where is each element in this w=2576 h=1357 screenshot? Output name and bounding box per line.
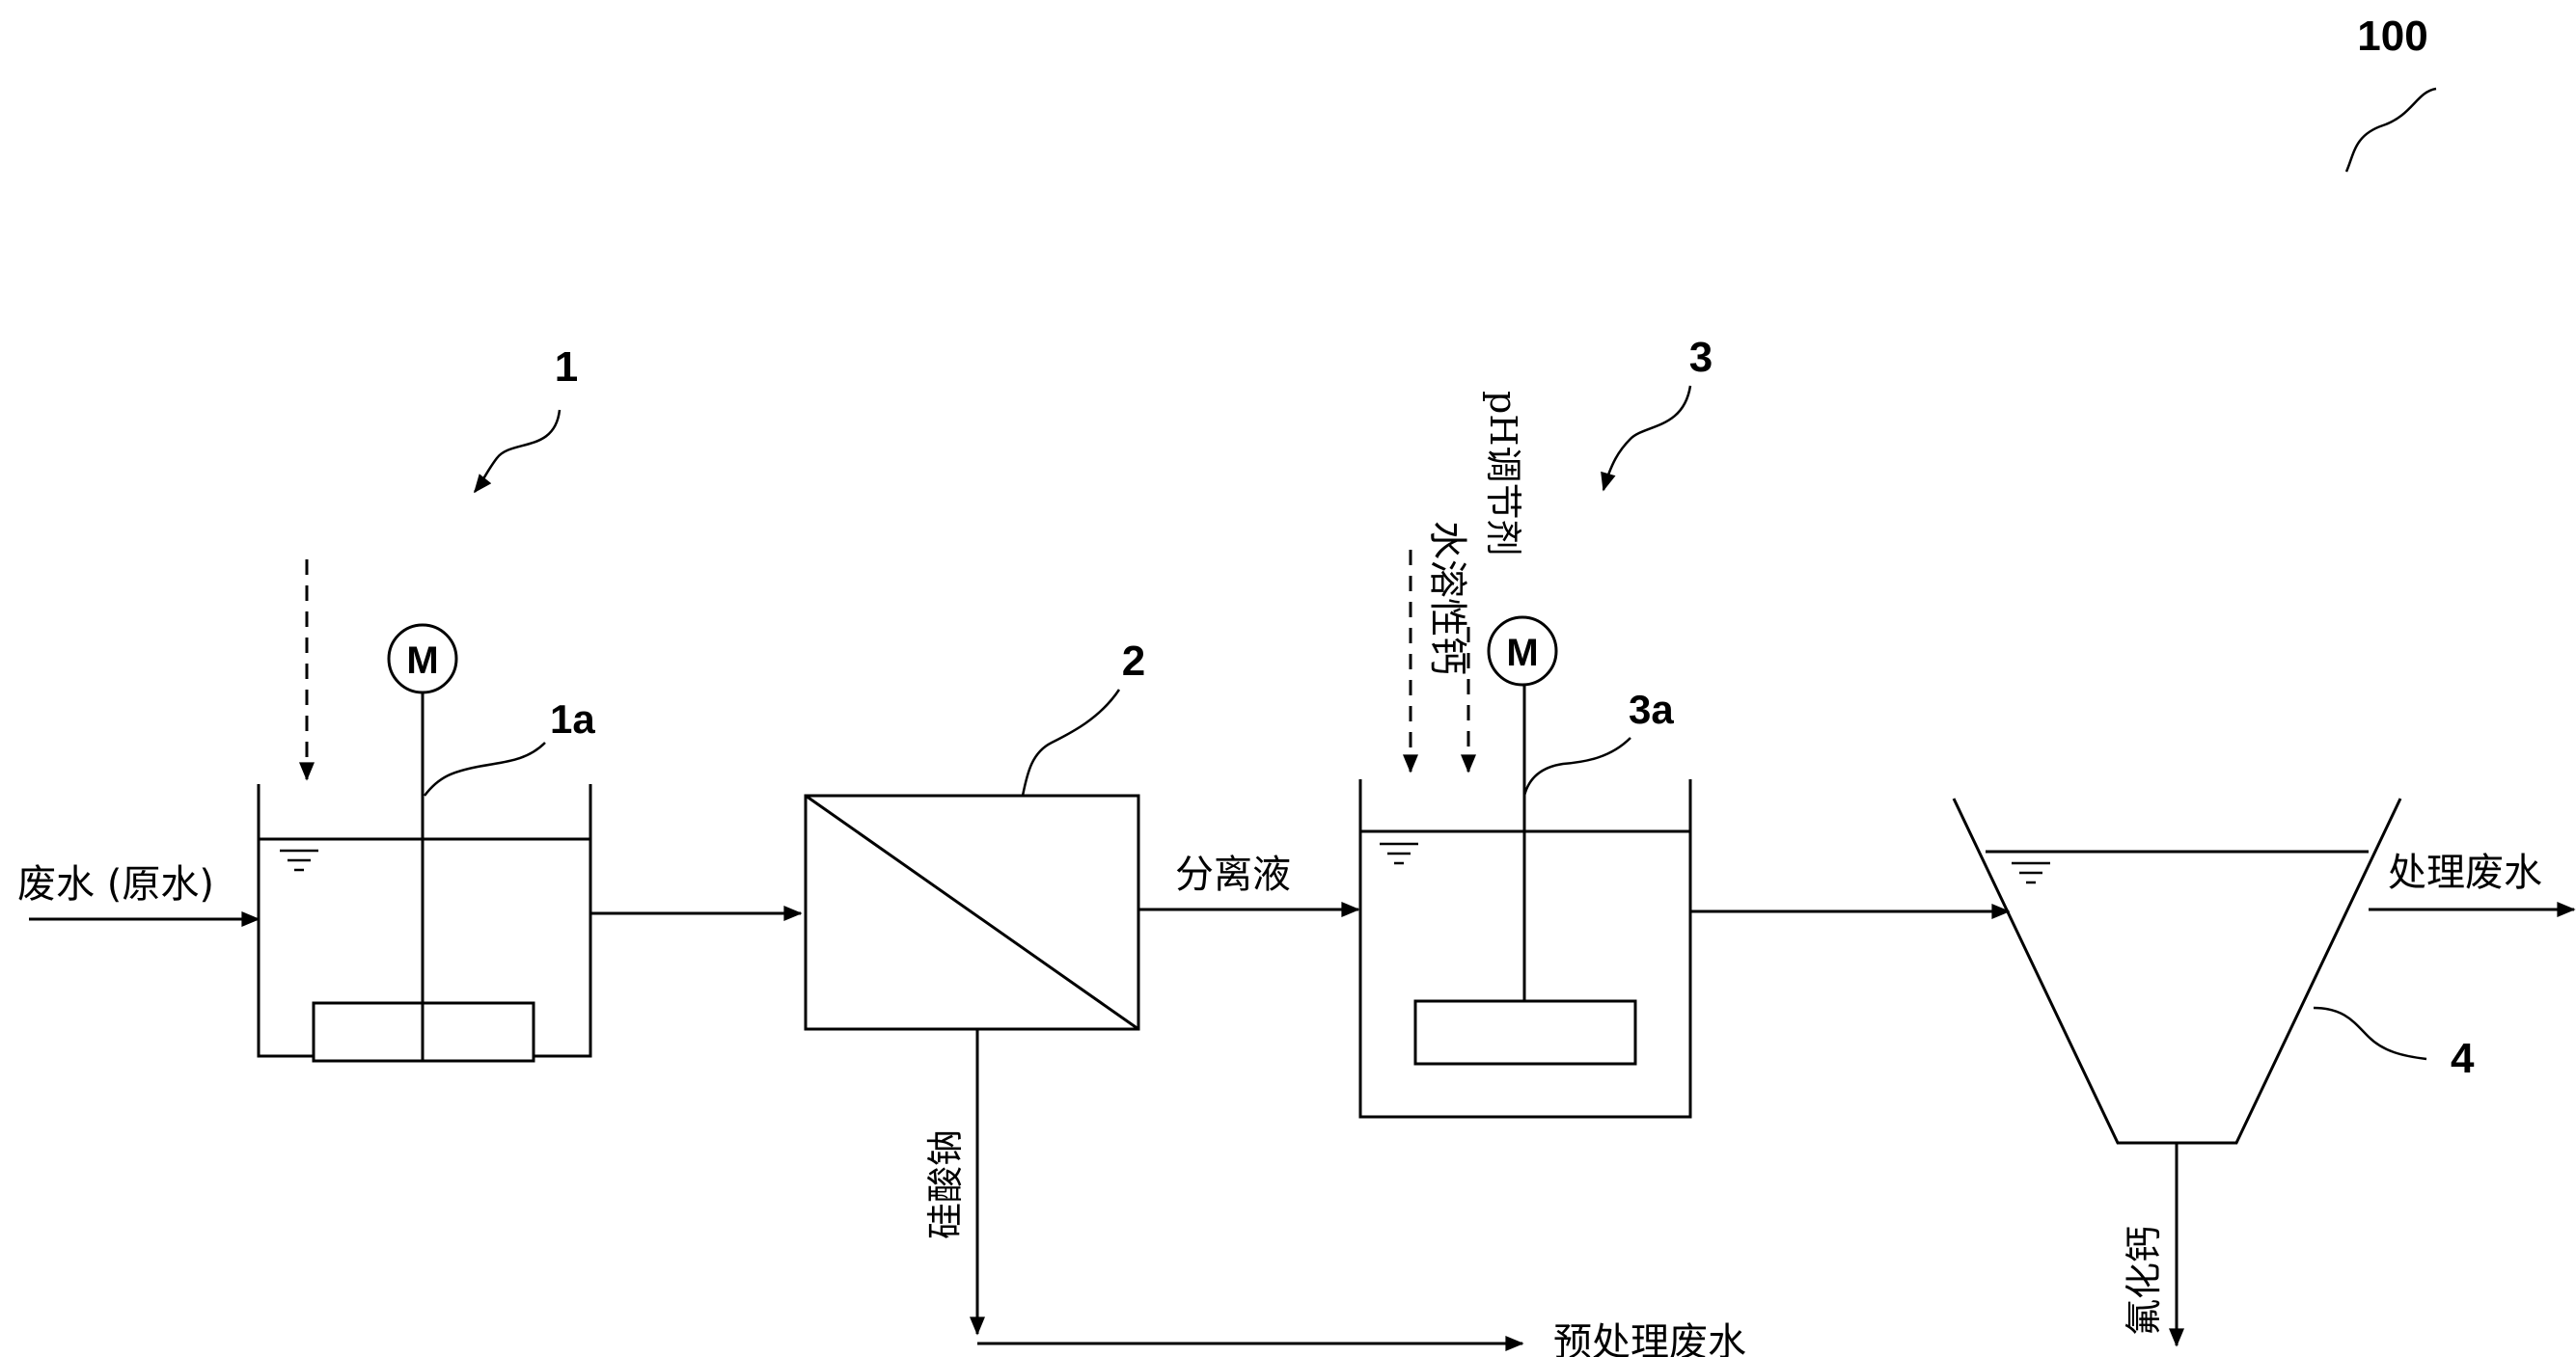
ref-system-100: 100 <box>2357 13 2427 60</box>
motor-1-label: M <box>406 639 438 682</box>
ref-impeller-3a-leader <box>1522 737 1631 797</box>
water-level-icon <box>1380 842 1418 865</box>
ref-unit-1: 1 <box>555 343 578 391</box>
ph-adjuster-label: pH调节剂 <box>1482 391 1524 556</box>
ref-system-leader <box>2344 87 2437 173</box>
ref-impeller-3a: 3a <box>1629 687 1674 732</box>
sodium-silicate-label: 硅酸钠 <box>924 1129 967 1239</box>
impeller-3a <box>1413 999 1637 1066</box>
raw-water-label: 废水 (原水) <box>17 862 214 907</box>
water-level-icon <box>280 849 318 872</box>
separated-liquid-label: 分离液 <box>1175 853 1291 897</box>
ref-unit-1-leader <box>474 409 562 494</box>
ref-settler-leader <box>2313 1006 2427 1061</box>
water-level-icon <box>2012 861 2050 884</box>
ref-impeller-1a: 1a <box>550 696 595 742</box>
ref-unit-3: 3 <box>1689 334 1713 381</box>
ref-settler-4: 4 <box>2451 1035 2475 1082</box>
ref-separator-leader <box>1021 689 1121 797</box>
pretreated-water-label: 预处理废水 <box>1553 1320 1746 1357</box>
treated-water-label: 处理废水 <box>2388 851 2542 895</box>
water-soluble-calcium-label: 水溶性钙 <box>1425 521 1469 675</box>
motor-3-icon <box>1487 615 1558 687</box>
calcium-fluoride-label: 氟化钙 <box>2123 1226 2165 1336</box>
ref-impeller-1a-leader <box>424 742 546 797</box>
motor-3-label: M <box>1506 632 1538 674</box>
separator-unit-2 <box>804 794 1140 1031</box>
ref-separator-2: 2 <box>1122 638 1145 685</box>
ref-unit-3-leader <box>1601 385 1692 492</box>
